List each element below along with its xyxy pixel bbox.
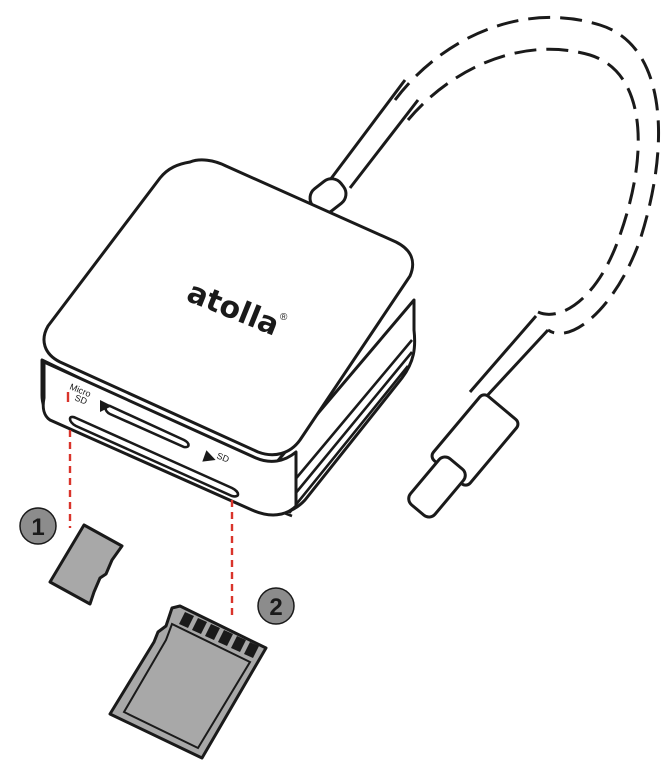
usb-c-connector [407,393,520,519]
guide-lines [68,430,234,618]
sd-card-contacts [179,612,259,658]
microsd-label-bottom: SD [73,393,89,407]
registered-mark: ® [280,312,288,323]
sd-slot [68,415,240,498]
step-number-2: 2 [269,594,282,621]
reader-top-face [42,158,415,457]
step-badge-2: 2 [257,587,295,625]
sd-arrow-icon [202,450,216,462]
sd-label: SD [215,451,231,465]
microsd-card-icon [48,523,124,606]
step-number-1: 1 [31,514,44,541]
microsd-arrow-icon [100,400,112,412]
cable-bottom-solid [468,315,550,400]
sd-card-icon [108,604,268,760]
dashed-cable-loop [393,15,660,335]
step-badge-1: 1 [19,507,57,545]
cable-top-solid [328,79,420,189]
